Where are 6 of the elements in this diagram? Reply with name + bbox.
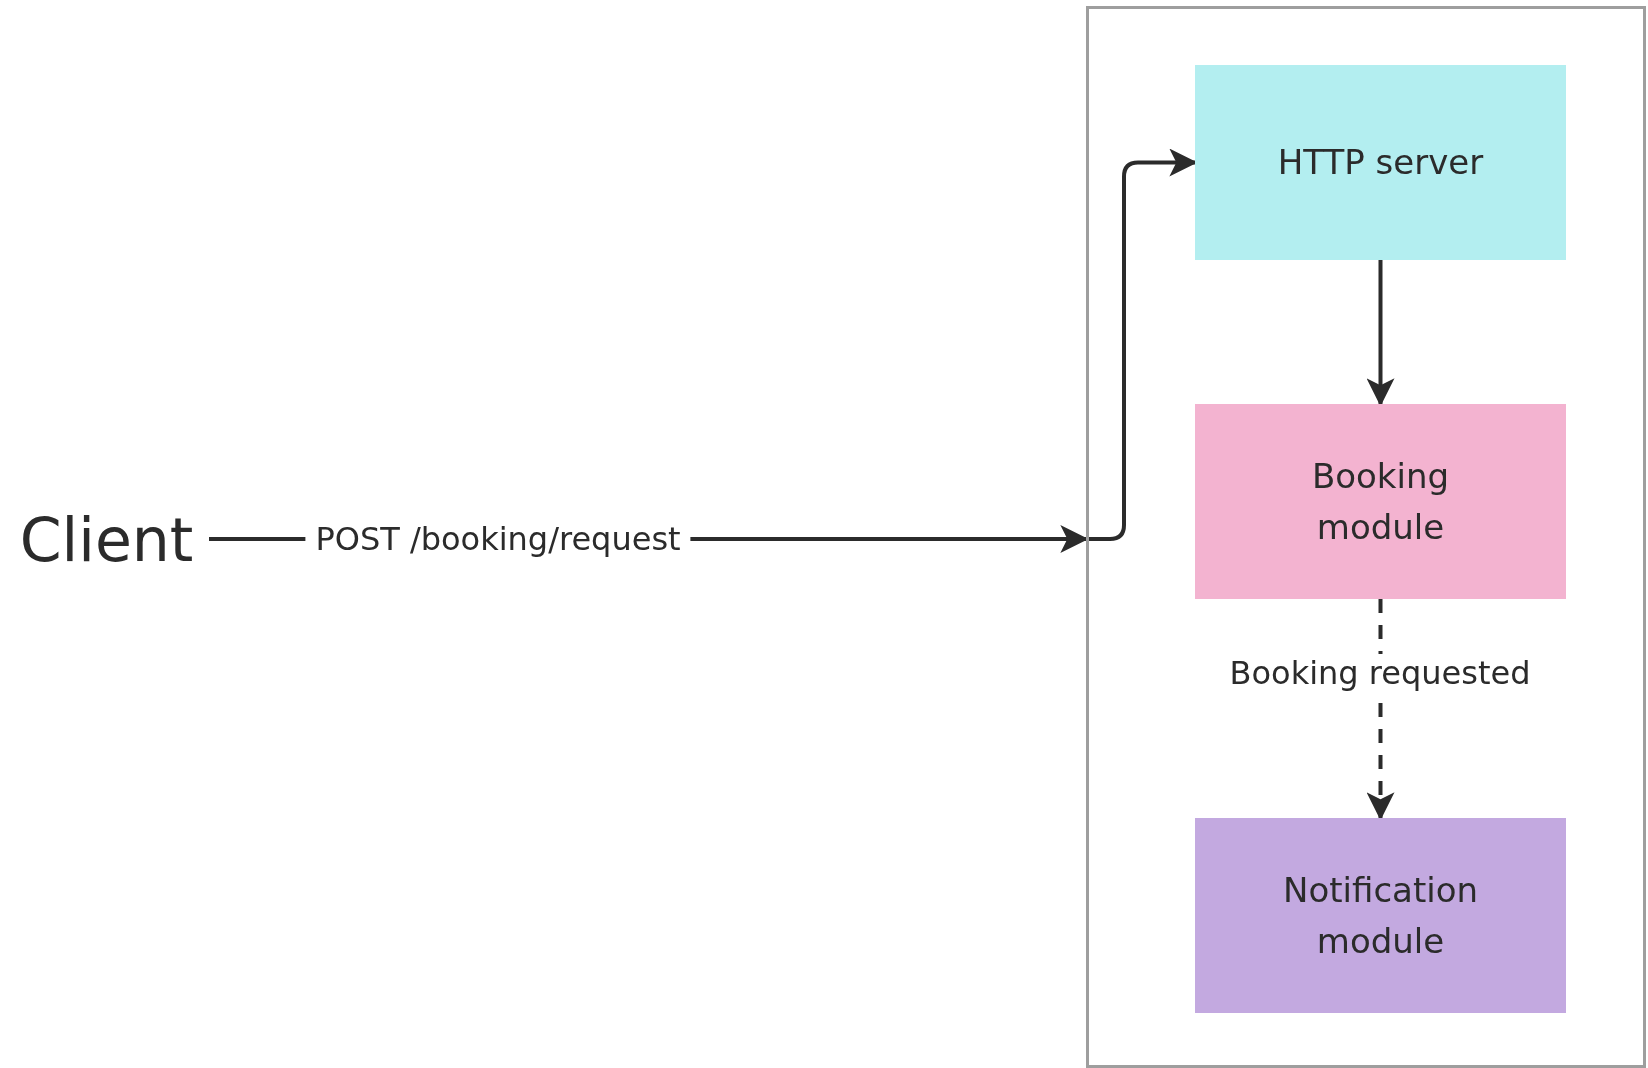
process-box: Booking module: [1195, 404, 1566, 599]
process-box: HTTP server: [1195, 65, 1566, 260]
arrow: [1366, 260, 1395, 407]
node-label: Client: [4, 500, 209, 580]
process-box: Notification module: [1195, 818, 1566, 1013]
container-box: [1086, 6, 1646, 1068]
